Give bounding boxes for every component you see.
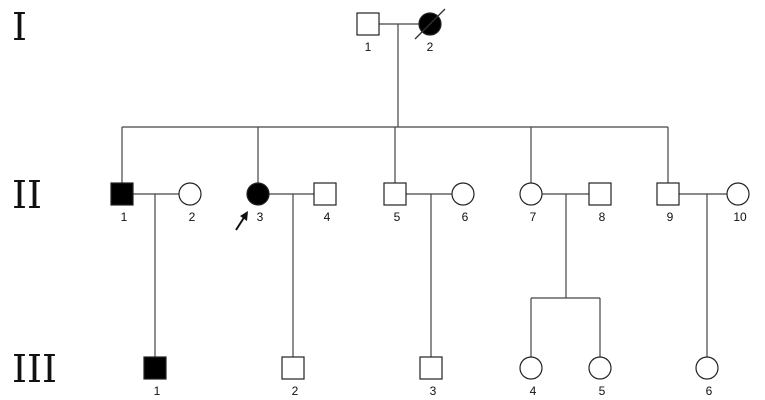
deceased-slash: [414, 8, 446, 40]
affected-female-symbol: [246, 182, 270, 206]
unaffected-female-symbol: [588, 356, 612, 380]
individual-number: 3: [430, 384, 437, 398]
unaffected-male-symbol: [419, 356, 443, 380]
individual-number: 8: [599, 210, 606, 224]
individuals: 1 2 1 2 3 4 5 6 7 8 9 10 1 2 3 4 5 6: [110, 8, 750, 398]
generation-label: I: [12, 5, 27, 49]
individual-number: 9: [667, 210, 674, 224]
unaffected-female-symbol: [519, 356, 543, 380]
unaffected-male-symbol: [281, 356, 305, 380]
individual-number: 2: [292, 384, 299, 398]
pedigree-lines: [121, 23, 727, 357]
individual-number: 1: [365, 40, 372, 54]
individual-number: 5: [394, 210, 401, 224]
unaffected-female-symbol: [519, 182, 543, 206]
individual-number: 10: [733, 210, 747, 224]
individual-number: 5: [599, 384, 606, 398]
individual-number: 1: [121, 210, 128, 224]
unaffected-female-symbol: [178, 182, 202, 206]
unaffected-female-symbol: [451, 182, 475, 206]
individual-number: 6: [706, 384, 713, 398]
unaffected-male-symbol: [656, 182, 680, 206]
individual-number: 2: [427, 40, 434, 54]
generation-label: III: [12, 347, 57, 391]
proband-arrowhead: [240, 211, 248, 221]
individual-number: 6: [462, 210, 469, 224]
unaffected-male-symbol: [313, 182, 337, 206]
individual-number: 2: [189, 210, 196, 224]
unaffected-male-symbol: [383, 182, 407, 206]
unaffected-male-symbol: [588, 182, 612, 206]
unaffected-female-symbol: [695, 356, 719, 380]
unaffected-male-symbol: [356, 12, 380, 36]
individual-number: 3: [257, 210, 264, 224]
individual-number: 7: [530, 210, 537, 224]
individual-number: 4: [324, 210, 331, 224]
unaffected-female-symbol: [726, 182, 750, 206]
generation-label: II: [12, 173, 42, 217]
affected-male-symbol: [143, 356, 167, 380]
individual-number: 4: [530, 384, 537, 398]
individual-number: 1: [154, 384, 161, 398]
affected-male-symbol: [110, 182, 134, 206]
